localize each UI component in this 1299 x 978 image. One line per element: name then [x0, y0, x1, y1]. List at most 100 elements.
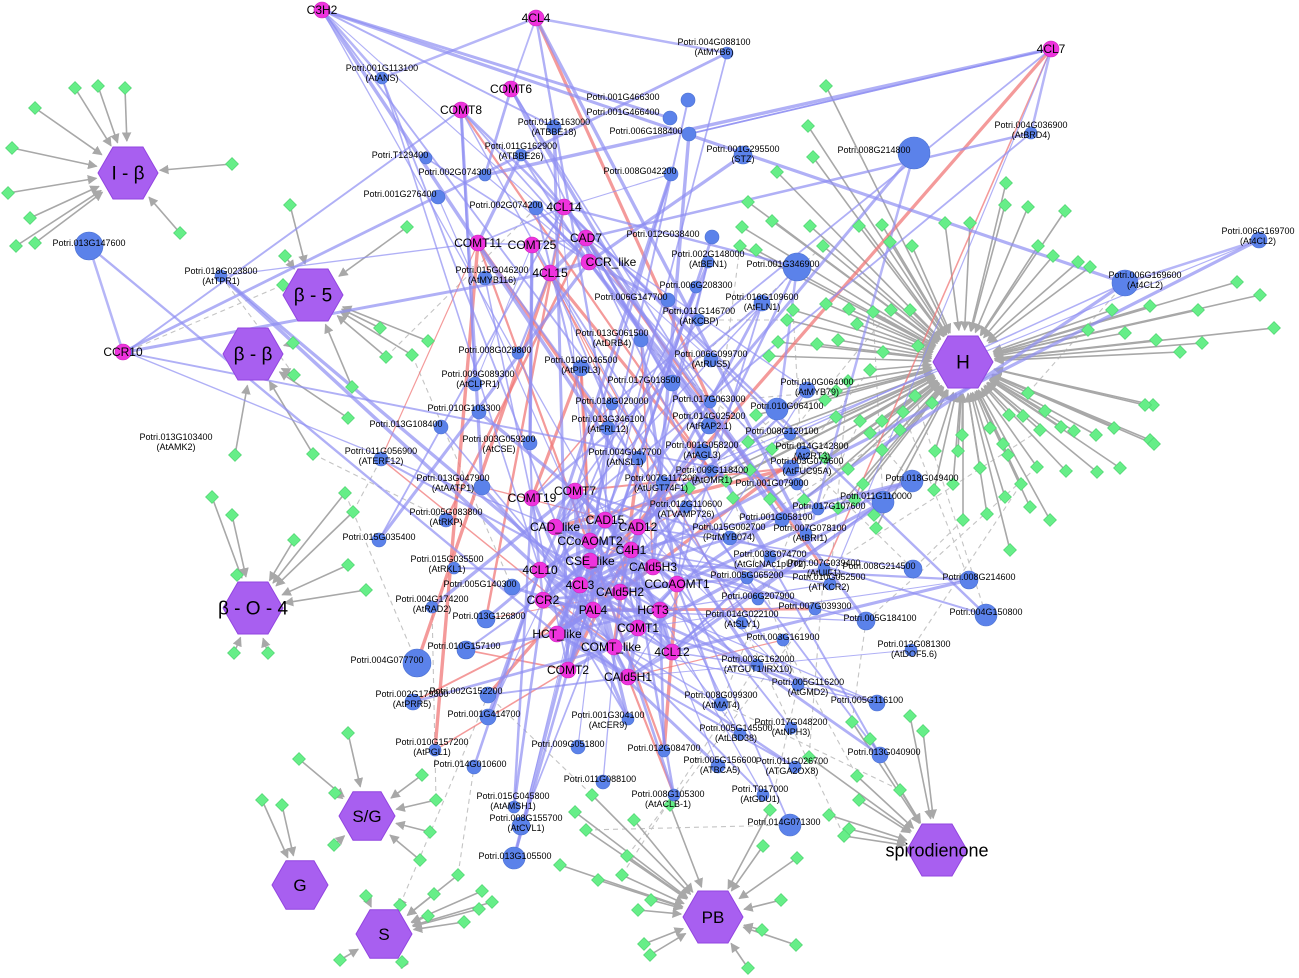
metabolite-hub-edge: [911, 245, 952, 334]
gene-label: Potri.001G079000: [735, 478, 808, 488]
hub-node-layer: I - ββ - 5β - ββ - O - 4HS/GGSPBspirodie…: [97, 146, 994, 959]
metabolite-node: [831, 333, 845, 347]
gene-enzyme-edge-positive: [484, 47, 1052, 177]
metabolite-node: [852, 793, 866, 807]
metabolite-node: [867, 508, 881, 522]
enzyme-enzyme-edge: [510, 17, 537, 90]
metabolite-node: [472, 902, 486, 916]
metabolite-hub-edge: [809, 225, 940, 342]
enzyme-label: COMT7: [554, 484, 596, 498]
gene-node-potri-009g089300: [467, 376, 483, 392]
gene-node-potri-001g113100: [375, 71, 389, 85]
gene-alias-label: (AtMYB6): [694, 47, 733, 57]
enzyme-label: COMT8: [440, 103, 482, 117]
enzyme-label: CCoAOMT2: [557, 534, 623, 548]
gene-alias-label: (AtFRL12): [587, 424, 629, 434]
gene-label: Potri.002G074200: [469, 200, 542, 210]
gene-label: Potri.018G023800: [184, 266, 257, 276]
gene-label: Potri.011G056900: [345, 446, 417, 456]
gene-enzyme-edge-positive: [512, 599, 545, 808]
metabolite-node: [841, 374, 855, 388]
gene-metabolite-edge: [790, 467, 849, 470]
gene-alias-label: (AtOMR1): [692, 475, 733, 485]
metabolite-hub-edge: [968, 204, 1006, 333]
gene-label: Potri.005G156600: [683, 755, 756, 765]
gene-node-potri-001g079000: [790, 477, 804, 491]
gene-label: Potri.003G074600: [770, 456, 843, 466]
metabolite-node: [379, 350, 393, 364]
gene-node-potri-017g018500: [663, 374, 681, 392]
metabolite-hub-edge: [281, 564, 349, 596]
metabolite-node: [810, 337, 824, 351]
gene-node-potri-007g039300: [808, 602, 822, 616]
metabolite-node-layer: [1, 79, 1281, 975]
gene-metabolite-edge: [1027, 282, 1126, 394]
metabolite-node: [225, 157, 239, 171]
gene-node-potri-012g110600: [679, 500, 693, 514]
metabolite-node: [883, 235, 897, 249]
metabolite-node: [1, 186, 15, 200]
gene-label: Potri.017G107600: [792, 501, 865, 511]
enzyme-node-c3h2: [313, 1, 331, 19]
metabolite-hub-edge: [289, 204, 308, 265]
metabolite-node: [741, 435, 755, 449]
metabolite-node: [842, 302, 856, 316]
gene-node-potri-003g074600: [782, 459, 800, 477]
enzyme-node-ccoaomt2: [581, 532, 599, 550]
metabolite-node: [956, 513, 970, 527]
enzyme-label: CAD_like: [530, 520, 580, 534]
gene-node-potri-010g064000: [798, 381, 816, 399]
metabolite-node: [457, 915, 471, 929]
gene-enzyme-edge-positive: [516, 272, 552, 354]
gene-enzyme-edge-positive: [553, 126, 591, 542]
metabolite-node: [863, 363, 877, 377]
hub-node-i_beta: [97, 146, 159, 200]
gene-node-potri-002g179800: [404, 693, 422, 711]
gene-node-potri-007g117200: [655, 475, 671, 491]
gene-alias-label: (AtKCBP): [679, 316, 718, 326]
gene-node-potri-006g169700: [1250, 231, 1268, 249]
gene-label: Potri.011G162900: [485, 141, 557, 151]
gene-node-potri-011g088100: [595, 774, 611, 790]
gene-label: Potri.003G162000: [721, 654, 794, 664]
metabolite-hub-edge: [336, 315, 387, 358]
metabolite-node: [819, 297, 833, 311]
gene-node-potri-005g184100: [856, 611, 876, 631]
gene-node-potri-013g105500: [502, 846, 526, 870]
gene-label: Potri.001G276400: [363, 189, 436, 199]
gene-enzyme-edge-positive: [659, 583, 831, 611]
enzyme-enzyme-edge: [579, 581, 678, 588]
gene-node-potri-006g099700: [703, 352, 719, 368]
gene-enzyme-edge-positive: [542, 286, 697, 601]
metabolite-hub-edge: [933, 392, 959, 491]
metabolite-node: [1043, 513, 1057, 527]
metabolite-node: [328, 786, 342, 800]
gene-label: Potri.002G152200: [429, 686, 502, 696]
gene-enzyme-edge-positive: [627, 649, 912, 678]
metabolite-node: [831, 501, 845, 515]
gene-node-potri-018g020000: [605, 397, 619, 411]
gene-node-potri-013g346100: [600, 420, 616, 436]
metabolite-node: [591, 873, 605, 887]
gene-node-potri-008g120100: [783, 427, 797, 441]
enzyme-enzyme-edge: [556, 631, 615, 650]
gene-metabolite-edge: [585, 824, 791, 831]
gene-node-potri-010g046500: [572, 359, 590, 377]
gene-node-potri-002g152200: [479, 686, 497, 704]
metabolite-hub-edge: [808, 756, 912, 832]
metabolite-node: [227, 646, 241, 660]
metabolite-node: [996, 437, 1010, 451]
gene-node-potri-018g049400: [900, 469, 924, 493]
metabolite-node: [829, 384, 843, 398]
enzyme-enzyme-edge: [556, 608, 661, 636]
metabolite-node: [1081, 323, 1095, 337]
gene-node-potri-011g163000: [546, 119, 562, 135]
gene-node-potri-015g035400: [371, 532, 387, 548]
metabolite-hub-edge: [825, 85, 950, 335]
metabolite-hub-edge: [993, 327, 1275, 363]
gene-node-potri-014g010600: [466, 759, 482, 775]
metabolite-node: [68, 81, 82, 95]
gene-alias-label: (AtCSE): [482, 444, 515, 454]
enzyme-label: COMT19: [508, 491, 557, 505]
metabolite-node: [1058, 204, 1072, 218]
